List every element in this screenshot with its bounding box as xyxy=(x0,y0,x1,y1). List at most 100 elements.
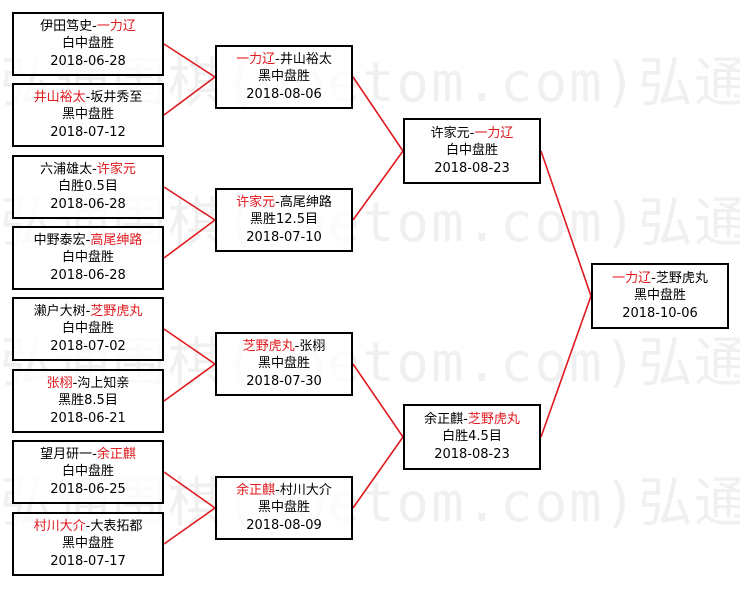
player-separator: - xyxy=(85,232,91,248)
player-separator: - xyxy=(275,51,280,67)
bracket-connector-line xyxy=(352,436,404,509)
player-separator: - xyxy=(651,270,656,286)
player-separator: - xyxy=(85,89,91,105)
player-black: 井山裕太 xyxy=(33,89,86,105)
bracket-connector-line xyxy=(163,507,216,545)
player-black: 望月研一 xyxy=(40,446,93,462)
player-black: 一力辽 xyxy=(236,51,276,67)
player-black: 伊田笃史 xyxy=(40,18,93,34)
match-players: 井山裕太-坂井秀至 xyxy=(14,89,162,107)
match-players: 余正麒-芝野虎丸 xyxy=(405,411,539,429)
player-white: 许家元 xyxy=(96,161,136,177)
player-white: 沟上知亲 xyxy=(77,375,130,391)
player-white: 芝野虎丸 xyxy=(90,303,143,319)
match-players: 许家元-高尾绅路 xyxy=(217,194,351,212)
match-result: 黑中盘胜 xyxy=(257,69,310,85)
bracket-connector-line xyxy=(352,363,404,438)
player-white: 大表拓都 xyxy=(90,518,143,534)
match-date: 2018-07-17 xyxy=(50,553,126,569)
match-result: 白胜4.5目 xyxy=(442,429,502,445)
bracket-connector-line xyxy=(163,328,216,365)
match-players: 濑户大树-芝野虎丸 xyxy=(14,303,162,321)
match-players: 余正麒-村川大介 xyxy=(217,482,351,500)
player-black: 中野泰宏 xyxy=(33,232,86,248)
player-separator: - xyxy=(275,194,280,210)
match-result: 黑中盘胜 xyxy=(61,536,114,552)
bracket-connector-line xyxy=(163,471,216,509)
match-date: 2018-08-06 xyxy=(246,86,322,102)
match-result: 白中盘胜 xyxy=(445,143,498,159)
match-result: 黑中盘胜 xyxy=(257,500,310,516)
bracket-connector-line xyxy=(352,76,404,152)
match-date: 2018-06-28 xyxy=(50,53,126,69)
player-white: 高尾绅路 xyxy=(279,194,332,210)
match-players: 望月研一-余正麒 xyxy=(14,446,162,464)
player-separator: - xyxy=(469,125,475,141)
player-white: 高尾绅路 xyxy=(90,232,143,248)
bracket-connector-line xyxy=(540,295,592,438)
match-players: 许家元-一力辽 xyxy=(405,125,539,143)
bracket-connector-line xyxy=(352,150,404,221)
match-result: 白中盘胜 xyxy=(61,250,114,266)
match-players: 伊田笃史-一力辽 xyxy=(14,18,162,36)
match-date: 2018-07-12 xyxy=(50,124,126,140)
match-players: 一力辽-芝野虎丸 xyxy=(593,270,727,288)
bracket-connector-line xyxy=(163,186,216,221)
bracket-connector-line xyxy=(163,219,216,259)
player-black: 余正麒 xyxy=(424,411,464,427)
match-players: 一力辽-井山裕太 xyxy=(217,51,351,69)
match-date: 2018-06-25 xyxy=(50,481,126,497)
bracket-connector-line xyxy=(540,150,592,297)
player-white: 村川大介 xyxy=(279,482,332,498)
match-result: 黑中盘胜 xyxy=(633,288,686,304)
match-players: 村川大介-大表拓都 xyxy=(14,518,162,536)
player-separator: - xyxy=(85,303,91,319)
match-date: 2018-08-23 xyxy=(434,446,510,462)
player-black: 濑户大树 xyxy=(33,303,86,319)
player-separator: - xyxy=(463,411,468,427)
match-result: 白中盘胜 xyxy=(61,464,114,480)
match-players: 张栩-沟上知亲 xyxy=(14,375,162,393)
player-white: 芝野虎丸 xyxy=(655,270,708,286)
match-players: 中野泰宏-高尾绅路 xyxy=(14,232,162,250)
bracket-connector-line xyxy=(163,76,216,116)
match-date: 2018-06-28 xyxy=(50,267,126,283)
bracket-connector-line xyxy=(163,363,216,402)
player-black: 六浦雄太 xyxy=(40,161,93,177)
player-black: 芝野虎丸 xyxy=(242,338,295,354)
bracket-connector-line xyxy=(163,43,216,78)
player-white: 张栩 xyxy=(299,338,326,354)
match-players: 六浦雄太-许家元 xyxy=(14,161,162,179)
player-white: 井山裕太 xyxy=(279,51,332,67)
player-separator: - xyxy=(275,482,280,498)
player-white: 余正麒 xyxy=(96,446,136,462)
player-separator: - xyxy=(85,518,91,534)
match-result: 白中盘胜 xyxy=(61,36,114,52)
match-date: 2018-08-09 xyxy=(246,517,322,533)
player-separator: - xyxy=(72,375,78,391)
player-separator: - xyxy=(92,18,97,34)
player-black: 张栩 xyxy=(46,375,73,391)
player-black: 许家元 xyxy=(430,125,470,141)
match-result: 白胜0.5目 xyxy=(58,179,118,195)
match-date: 2018-07-02 xyxy=(50,338,126,354)
match-players: 芝野虎丸-张栩 xyxy=(217,338,351,356)
player-separator: - xyxy=(294,338,300,354)
match-date: 2018-06-21 xyxy=(50,410,126,426)
match-date: 2018-07-30 xyxy=(246,373,322,389)
